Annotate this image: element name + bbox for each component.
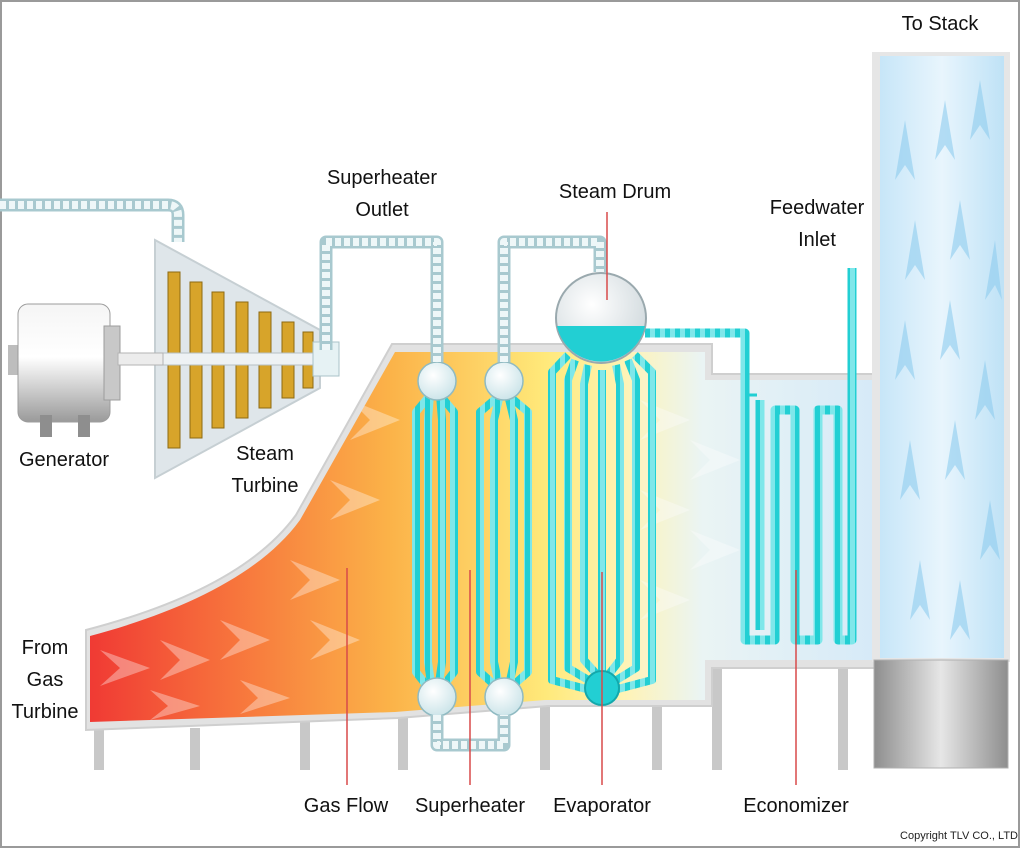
gas-flow-label: Gas Flow xyxy=(303,795,389,817)
feedwater-inlet-label: Feedwater Inlet xyxy=(769,197,865,251)
steam-drum-label: Steam Drum xyxy=(558,181,672,203)
gas-flow-arrows xyxy=(100,400,740,720)
steam-turbine xyxy=(154,238,340,480)
superheater-outlet-label: Superheater Outlet xyxy=(326,167,438,221)
pointer-lines xyxy=(346,212,797,785)
copyright-notice: Copyright TLV CO., LTD xyxy=(900,830,1018,842)
superheater-headers xyxy=(417,361,524,717)
steam-turbine-label: Steam Turbine xyxy=(231,443,299,497)
support-legs xyxy=(94,665,848,770)
from-gas-turbine-label: From Gas Turbine xyxy=(11,637,79,723)
economizer-coil xyxy=(645,268,857,645)
generator xyxy=(8,303,164,437)
steam-drum xyxy=(555,272,647,364)
generator-label: Generator xyxy=(18,449,110,471)
economizer-label: Economizer xyxy=(743,795,849,817)
stack-base xyxy=(873,659,1009,769)
to-stack-label: To Stack xyxy=(901,13,979,35)
superheater-label: Superheater xyxy=(414,795,526,817)
stack-flow-arrows xyxy=(895,80,1002,640)
evaporator-label: Evaporator xyxy=(553,795,651,817)
